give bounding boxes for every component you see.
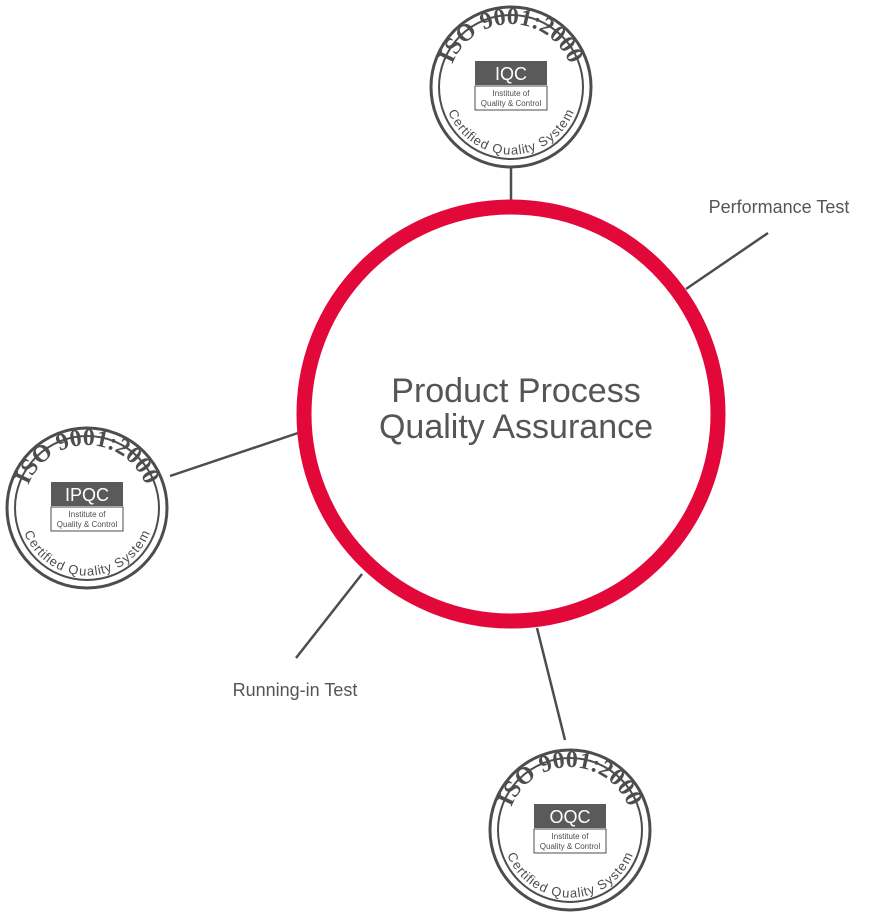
seal-institute-line1: Institute of <box>493 89 531 98</box>
seal-code: IPQC <box>65 485 109 505</box>
oqc-seal: ISO 9001:2000 OQC Institute of Quality &… <box>488 747 652 912</box>
iqc-seal: ISO 9001:2000 IQC Institute of Quality &… <box>429 4 593 169</box>
performance-test-label: Performance Test <box>709 197 850 217</box>
seal-code-box <box>475 61 547 85</box>
seal-institute-line2: Quality & Control <box>540 842 601 851</box>
connector-running-in-test <box>295 573 363 659</box>
running-in-test-label: Running-in Test <box>233 680 358 700</box>
seal-institute-line1: Institute of <box>552 832 590 841</box>
seal-institute-box <box>533 828 607 854</box>
center-title-line1: Product Process <box>391 372 640 410</box>
seal-institute-box <box>474 85 548 111</box>
seal-code: OQC <box>549 807 590 827</box>
seal-institute-line1: Institute of <box>69 510 107 519</box>
seal-inner-ring <box>497 757 643 903</box>
connector-ipqc <box>169 431 299 478</box>
seal-code-box <box>534 804 606 828</box>
seal-institute-line2: Quality & Control <box>57 520 118 529</box>
connector-oqc <box>535 627 567 741</box>
connector-performance-test <box>685 231 769 291</box>
main-ring <box>296 199 726 629</box>
seal-inner-ring <box>14 435 160 581</box>
seal-code-box <box>51 482 123 506</box>
seal-code: IQC <box>495 64 527 84</box>
ipqc-seal: ISO 9001:2000 IPQC Institute of Quality … <box>5 425 169 590</box>
seal-institute-box <box>50 506 124 532</box>
center-title-line2: Quality Assurance <box>379 408 653 446</box>
seal-institute-line2: Quality & Control <box>481 99 542 108</box>
connector-lines <box>169 167 769 741</box>
seal-inner-ring <box>438 14 584 160</box>
